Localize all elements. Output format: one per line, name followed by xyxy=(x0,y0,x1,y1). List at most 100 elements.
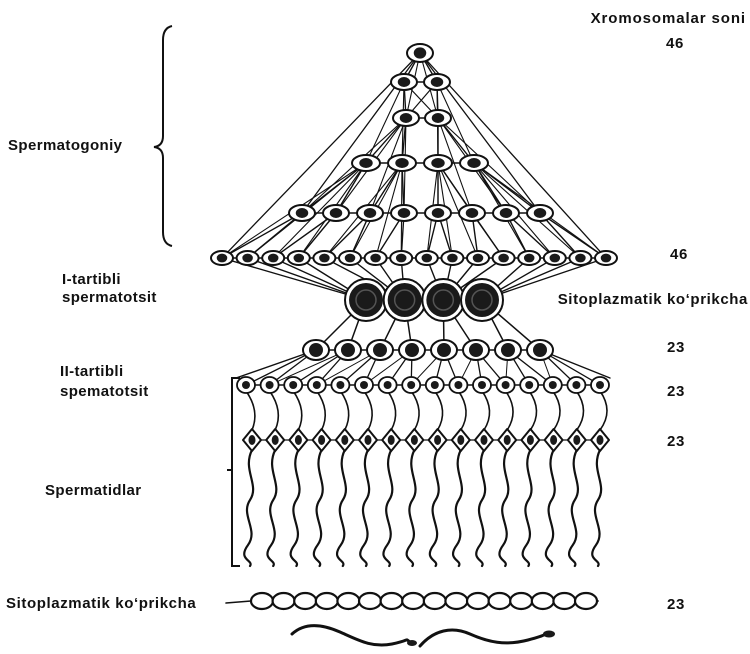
bridge-chain-ring xyxy=(381,593,403,609)
cell-nucleus xyxy=(341,343,355,357)
spermatid-tail xyxy=(430,450,439,566)
spermatogonium-cell xyxy=(493,251,515,265)
spermatid-tail xyxy=(523,450,532,566)
spermatogonium-cell xyxy=(467,251,489,265)
spermatogonium-cell xyxy=(416,251,438,265)
chromosome-count-header: Xromosomalar soni xyxy=(591,10,746,28)
secondary-spermatocyte xyxy=(367,340,393,360)
primary-spermatocyte-label-line2: spermatotsit xyxy=(62,289,157,307)
spermatogonium-cell xyxy=(595,251,617,265)
cytoplasmic-bridge-label-bottom: Sitoplazmatik ko‘prikcha xyxy=(6,595,196,613)
cell-nucleus xyxy=(217,254,228,263)
spermatogonium-cell xyxy=(313,251,335,265)
cell-nucleus xyxy=(319,254,330,263)
spermatid-stalk xyxy=(270,391,279,430)
spermatogonium-cell xyxy=(357,205,383,221)
elongating-spermatid xyxy=(498,429,516,451)
cell-nucleus xyxy=(573,435,580,445)
cell-nucleus xyxy=(360,381,368,389)
cytoplasmic-bridge-label-top: Sitoplazmatik ko‘prikcha xyxy=(558,291,748,309)
round-spermatid xyxy=(331,377,349,393)
primary-spermatocyte-label-line1: I-tartibli xyxy=(62,271,121,289)
cell-nucleus xyxy=(575,254,586,263)
spermatid-stalk xyxy=(576,391,583,430)
cell-nucleus xyxy=(465,283,499,317)
cell-nucleus xyxy=(597,435,604,445)
spermatogonia-bracket xyxy=(154,26,172,246)
cell-nucleus xyxy=(466,208,478,218)
secondary-spermatocyte xyxy=(527,340,553,360)
cell-nucleus xyxy=(501,343,515,357)
cell-nucleus xyxy=(432,208,444,218)
cell-nucleus xyxy=(373,343,387,357)
cell-nucleus xyxy=(388,283,422,317)
spermatid-stalk xyxy=(529,391,536,430)
cell-nucleus xyxy=(370,254,381,263)
spermatid-tail xyxy=(383,450,392,566)
cell-nucleus xyxy=(533,343,547,357)
cell-nucleus xyxy=(309,343,323,357)
spermatogonium-cell xyxy=(391,74,417,90)
spermatogonium-cell xyxy=(323,205,349,221)
cell-nucleus xyxy=(473,254,484,263)
spermatogonium-cell xyxy=(390,251,412,265)
spermatogonium-cell xyxy=(544,251,566,265)
cell-nucleus xyxy=(549,381,557,389)
chromosome-count-bridge-chain: 23 xyxy=(667,596,685,614)
cell-nucleus xyxy=(395,158,408,168)
spermatid-tail xyxy=(244,450,253,566)
spermatogonium-cell xyxy=(424,74,450,90)
cell-nucleus xyxy=(437,343,451,357)
spermatid-stalk xyxy=(388,391,396,430)
cell-nucleus xyxy=(289,381,297,389)
elongating-spermatid xyxy=(405,429,423,451)
spermatid-tail xyxy=(267,450,276,566)
secondary-spermatocyte-label-line2: spematotsit xyxy=(60,383,149,401)
primary-spermatocyte xyxy=(461,279,503,321)
cell-nucleus xyxy=(294,254,305,263)
round-spermatid xyxy=(449,377,467,393)
spermatid-tail xyxy=(499,450,508,566)
cell-nucleus xyxy=(400,113,412,123)
cell-nucleus xyxy=(398,208,410,218)
spermatozoon-head xyxy=(543,631,555,638)
spermatid-stalk xyxy=(411,391,419,430)
elongating-spermatid xyxy=(429,429,447,451)
spermatid-tail xyxy=(360,450,369,566)
spermatogonium-cell xyxy=(339,251,361,265)
cell-nucleus xyxy=(596,381,604,389)
cell-nucleus xyxy=(431,381,439,389)
elongating-spermatid xyxy=(289,429,307,451)
spermatogonium-cell xyxy=(393,110,419,126)
cell-nucleus xyxy=(431,77,443,87)
spermatid-tail xyxy=(337,450,346,566)
cell-nucleus xyxy=(550,435,557,445)
cell-nucleus xyxy=(266,381,274,389)
cell-nucleus xyxy=(396,254,407,263)
bridge-chain-ring xyxy=(467,593,489,609)
cell-nucleus xyxy=(498,254,509,263)
elongating-spermatid xyxy=(475,429,493,451)
cell-nucleus xyxy=(242,254,253,263)
elongating-spermatid xyxy=(243,429,261,451)
primary-spermatocyte xyxy=(422,279,464,321)
cell-nucleus xyxy=(457,435,464,445)
elongating-spermatid xyxy=(313,429,331,451)
spermatid-tail xyxy=(314,450,323,566)
cell-nucleus xyxy=(365,435,372,445)
spermatogonium-cell xyxy=(365,251,387,265)
cell-nucleus xyxy=(296,208,308,218)
spermatid-tail xyxy=(476,450,485,566)
cell-nucleus xyxy=(388,435,395,445)
spermatid-stalk xyxy=(435,391,443,430)
connector-line xyxy=(222,213,302,258)
cell-nucleus xyxy=(398,77,410,87)
cell-nucleus xyxy=(469,343,483,357)
connector-line xyxy=(226,601,251,603)
spermatid-stalk xyxy=(600,391,607,430)
chromosome-count-spermatogonia-top: 46 xyxy=(666,35,684,53)
cell-nucleus xyxy=(336,381,344,389)
round-spermatid xyxy=(379,377,397,393)
secondary-spermatocyte xyxy=(303,340,329,360)
round-spermatid xyxy=(497,377,515,393)
